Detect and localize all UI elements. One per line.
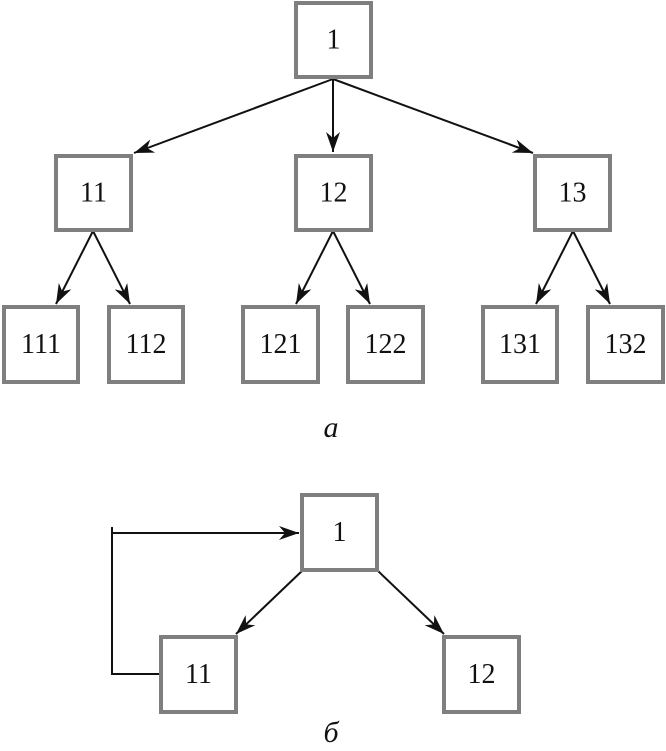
edge-12-to-121 xyxy=(295,230,334,305)
caption-a: а xyxy=(324,411,339,444)
diagram-b-edges xyxy=(111,526,445,675)
node-111: 111 xyxy=(2,305,80,384)
diagram-b: 1 11 12 б xyxy=(111,493,521,749)
node-1: 1 xyxy=(294,1,373,79)
node-b-12: 12 xyxy=(442,635,521,714)
node-b-11: 11 xyxy=(159,635,238,714)
edge-b-11-feedback-to-1 xyxy=(111,526,299,675)
node-11: 11 xyxy=(54,154,133,232)
node-b-12-label: 12 xyxy=(468,659,496,690)
edge-13-to-131 xyxy=(535,230,574,305)
edge-11-to-111 xyxy=(55,230,94,305)
node-11-label: 11 xyxy=(80,178,107,209)
node-b-11-label: 11 xyxy=(185,659,212,690)
node-122-label: 122 xyxy=(365,329,407,360)
edge-b-1-to-11 xyxy=(235,569,304,635)
node-121: 121 xyxy=(241,305,320,384)
node-132: 132 xyxy=(586,305,665,384)
edge-b-1-to-12 xyxy=(376,569,445,635)
node-131-label: 131 xyxy=(499,329,541,360)
node-13-label: 13 xyxy=(559,178,587,209)
node-13: 13 xyxy=(533,154,612,232)
edge-13-to-132 xyxy=(572,230,611,305)
node-112-label: 112 xyxy=(126,329,167,360)
node-122: 122 xyxy=(346,305,425,384)
node-132-label: 132 xyxy=(605,329,647,360)
edge-1-to-11 xyxy=(133,78,334,154)
edge-1-to-13 xyxy=(332,78,534,154)
node-12-label: 12 xyxy=(320,178,348,209)
node-b-1-label: 1 xyxy=(333,517,347,548)
node-112: 112 xyxy=(107,305,185,384)
edge-12-to-122 xyxy=(332,230,371,305)
diagram-a: 1 11 12 13 111 112 121 122 xyxy=(2,1,665,444)
diagram-a-edges xyxy=(55,78,611,305)
caption-b: б xyxy=(323,716,339,749)
node-b-1: 1 xyxy=(300,493,379,572)
edge-11-to-112 xyxy=(92,230,131,305)
node-131: 131 xyxy=(481,305,559,384)
node-1-label: 1 xyxy=(327,25,341,56)
node-12: 12 xyxy=(294,154,373,232)
node-121-label: 121 xyxy=(260,329,302,360)
node-111-label: 111 xyxy=(21,329,61,360)
